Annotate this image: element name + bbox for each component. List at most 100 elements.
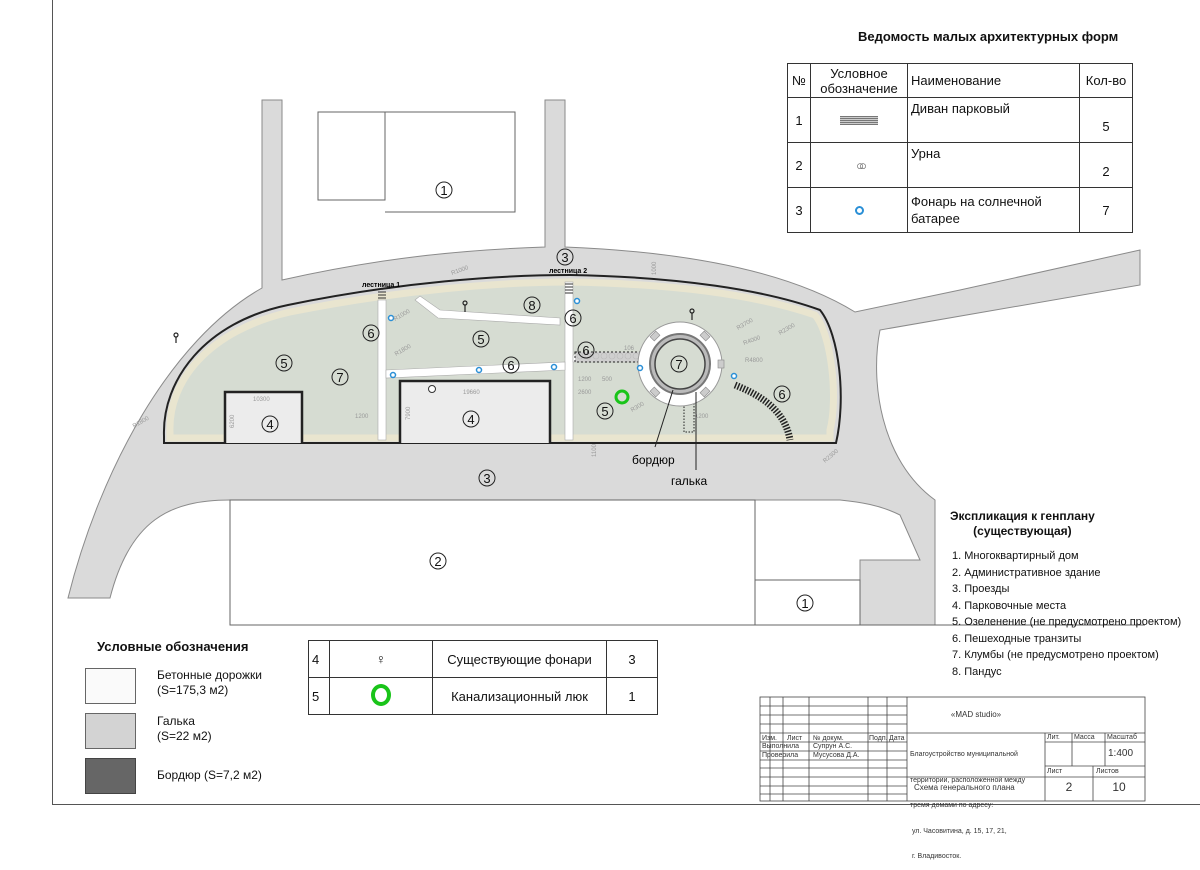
svg-text:106: 106 bbox=[624, 346, 635, 352]
sheets-total: 10 bbox=[1112, 780, 1126, 794]
svg-text:5: 5 bbox=[601, 404, 608, 419]
studio-name: «MAD studio» bbox=[950, 710, 1002, 719]
ramp-right bbox=[733, 381, 794, 441]
table-row: 1 Диван парковый 5 bbox=[787, 97, 1133, 143]
list-item: 4. Парковочные места bbox=[952, 599, 1067, 612]
existing-objects-table: 4 ♀ Существующие фонари 3 5 Канализацион… bbox=[308, 640, 658, 715]
svg-text:3: 3 bbox=[561, 250, 568, 265]
svg-text:R4000: R4000 bbox=[743, 335, 762, 347]
drawing-name: Схема генерального плана bbox=[914, 783, 1015, 792]
maf-table: № Условное обозначение Наименование Кол-… bbox=[787, 63, 1133, 233]
svg-text:1200: 1200 bbox=[355, 414, 369, 420]
maf-table-title: Ведомость малых архитектурных форм bbox=[858, 29, 1119, 44]
marker-7-left: 7 bbox=[331, 368, 349, 386]
parking-lot-left bbox=[223, 390, 304, 443]
marker-1-top: 1 bbox=[435, 181, 453, 199]
svg-text:6: 6 bbox=[507, 358, 514, 373]
col-sign: Подп. bbox=[869, 735, 888, 742]
svg-text:500: 500 bbox=[602, 377, 613, 383]
list-item: 6. Пешеходные транзиты bbox=[952, 632, 1082, 645]
svg-text:1200: 1200 bbox=[695, 414, 709, 420]
stairs bbox=[378, 283, 573, 299]
svg-text:4: 4 bbox=[467, 412, 474, 427]
marker-6-c: 6 bbox=[502, 356, 520, 374]
manhole-icon bbox=[614, 389, 630, 405]
svg-text:5: 5 bbox=[280, 356, 287, 371]
site-plan: лестница 1 лестница 2 бордюр галька R180… bbox=[67, 99, 1145, 626]
building-2 bbox=[229, 499, 756, 626]
table-row: 5 Канализационный люк 1 bbox=[308, 677, 658, 715]
legend-item-pebble: Галька (S=22 м2) bbox=[157, 714, 212, 744]
svg-text:1: 1 bbox=[801, 596, 808, 611]
svg-text:R4800: R4800 bbox=[745, 358, 763, 364]
svg-text:2600: 2600 bbox=[578, 390, 592, 396]
list-item: 8. Пандус bbox=[952, 665, 1002, 678]
scale-label: Масштаб bbox=[1107, 734, 1137, 741]
role-performer: Выполнила bbox=[762, 743, 800, 750]
header-no: № bbox=[787, 63, 811, 98]
svg-text:3: 3 bbox=[483, 471, 490, 486]
stair-1-label: лестница 1 bbox=[362, 282, 400, 289]
sheet-label: Лист bbox=[1047, 768, 1063, 775]
lit-label: Лит. bbox=[1047, 734, 1060, 741]
list-item: 1. Многоквартирный дом bbox=[952, 550, 1079, 562]
legend-swatch-curb bbox=[85, 758, 136, 794]
park-bench-icon bbox=[840, 115, 878, 125]
svg-text:10300: 10300 bbox=[253, 397, 270, 403]
explication-list: 1. Многоквартирный дом 2. Административн… bbox=[952, 548, 1181, 680]
pebble-label: галька bbox=[671, 474, 708, 488]
svg-text:19660: 19660 bbox=[463, 390, 480, 396]
existing-lamp-icon: ♀ bbox=[375, 651, 387, 667]
project-line: тремя домами по адресу: bbox=[910, 802, 994, 809]
svg-text:7900: 7900 bbox=[406, 406, 412, 420]
legend-area: (S=22 м2) bbox=[157, 729, 212, 743]
svg-text:8: 8 bbox=[528, 298, 535, 313]
table-row: 4 ♀ Существующие фонари 3 bbox=[308, 640, 658, 678]
svg-text:4: 4 bbox=[266, 417, 273, 432]
marker-6-e: 6 bbox=[773, 385, 791, 403]
marker-3-top: 3 bbox=[556, 248, 574, 266]
marker-4-center: 4 bbox=[462, 410, 480, 428]
solar-lamp-icons bbox=[387, 297, 738, 380]
marker-5-center: 5 bbox=[472, 330, 490, 348]
svg-text:6: 6 bbox=[582, 343, 589, 358]
project-description: Благоустройство муниципальной территории… bbox=[910, 734, 1025, 870]
legend-title: Условные обозначения bbox=[97, 639, 249, 654]
trash-bin-icon: ○○ bbox=[856, 157, 866, 173]
curb-label: бордюр bbox=[632, 453, 675, 467]
legend-label: Галька bbox=[157, 714, 195, 728]
svg-text:5: 5 bbox=[477, 332, 484, 347]
building-1-top bbox=[317, 111, 516, 213]
legend-swatch-pebble bbox=[85, 713, 136, 749]
svg-text:7: 7 bbox=[675, 357, 682, 372]
table-row: 2 ○○ Урна 2 bbox=[787, 142, 1133, 188]
scale-value: 1:400 bbox=[1108, 748, 1134, 759]
mass-label: Масса bbox=[1074, 734, 1095, 741]
marker-8: 8 bbox=[523, 296, 541, 314]
marker-5-left: 5 bbox=[275, 354, 293, 372]
svg-text:6200: 6200 bbox=[230, 414, 236, 428]
col-doc: № докум. bbox=[813, 735, 844, 742]
project-line: территории, расположенной между bbox=[910, 776, 1026, 784]
legend-swatch-concrete bbox=[85, 668, 136, 704]
svg-text:7: 7 bbox=[336, 370, 343, 385]
stair-2-label: лестница 2 bbox=[549, 268, 587, 275]
marker-2: 2 bbox=[429, 552, 447, 570]
col-list: Лист bbox=[787, 735, 803, 742]
marker-4-left: 4 bbox=[261, 415, 279, 433]
table-row: 3 Фонарь на солнечной батарее 7 bbox=[787, 187, 1133, 233]
existing-lamp-icons bbox=[173, 300, 695, 343]
svg-text:6: 6 bbox=[569, 311, 576, 326]
name-performer: Супрун А.С. bbox=[813, 743, 853, 750]
marker-6-b: 6 bbox=[564, 309, 582, 327]
marker-7-bed: 7 bbox=[670, 355, 688, 373]
list-item: 7. Клумбы (не предусмотрено проектом) bbox=[952, 649, 1159, 661]
sheets-label: Листов bbox=[1096, 768, 1119, 775]
marker-3-road: 3 bbox=[478, 469, 496, 487]
svg-text:2: 2 bbox=[434, 554, 441, 569]
legend-item-curb: Бордюр (S=7,2 м2) bbox=[157, 768, 262, 782]
explication-title-line2: (существующая) bbox=[973, 524, 1072, 538]
explication-title-line1: Экспликация к генплану bbox=[950, 509, 1095, 523]
project-line: ул. Часовитина, д. 15, 17, 21, bbox=[910, 827, 1007, 835]
svg-text:6: 6 bbox=[778, 387, 785, 402]
